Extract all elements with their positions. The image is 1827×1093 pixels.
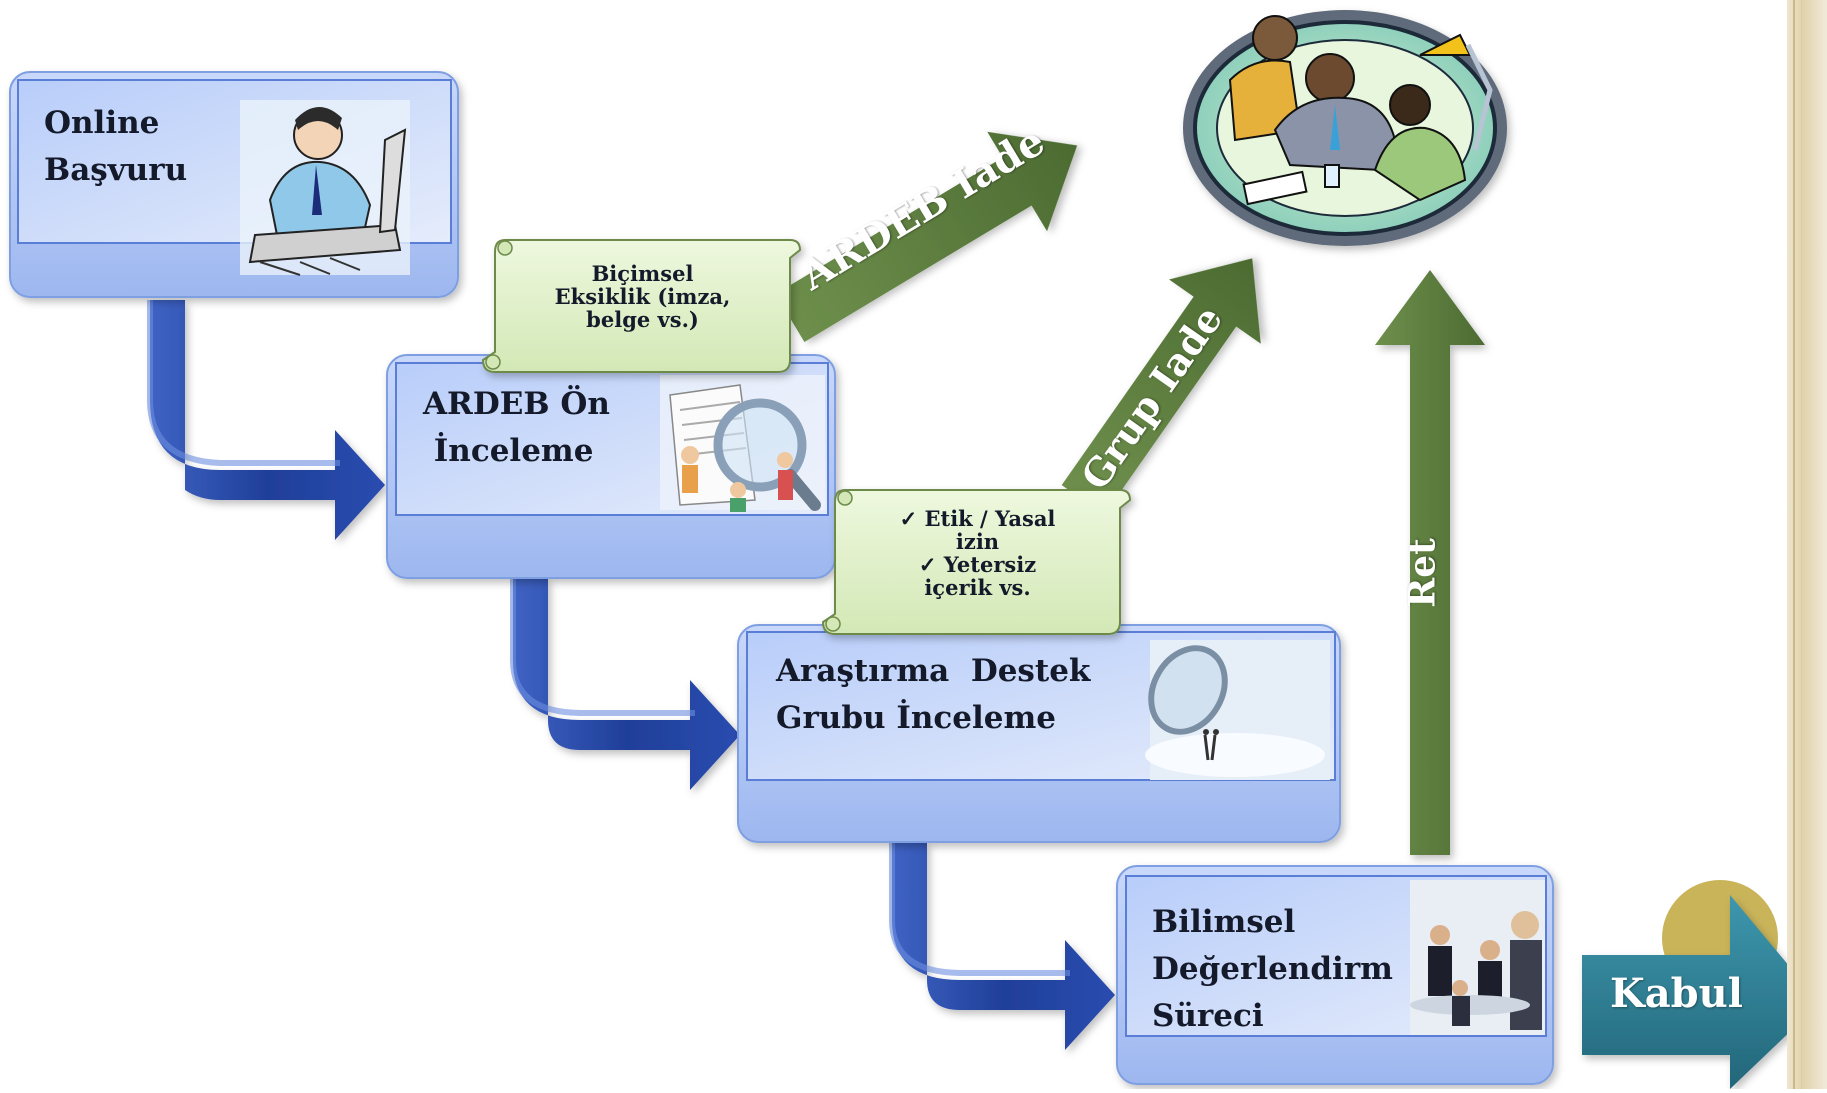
note-text-bicimsel: Biçimsel Eksiklik (imza, belge vs.) — [554, 261, 731, 332]
decorative-sidebar — [1787, 0, 1827, 1089]
note-scroll-etik-yasal — [821, 489, 1132, 635]
step-label-bilimsel-degerlendirme: Bilimsel Değerlendirm Süreci — [1152, 904, 1393, 1034]
step-label-ardeb-on-inceleme: ARDEB Ön İnceleme — [423, 386, 610, 469]
note-text-etik-yasal: ✓ Etik / Yasal izin ✓ Yetersiz içerik vs… — [899, 506, 1056, 600]
return-arrow-ardeb-iade — [775, 131, 1078, 343]
label-ret: Ret — [1401, 538, 1444, 608]
return-arrow-grup-iade — [1061, 258, 1261, 515]
label-kabul: Kabul — [1610, 970, 1743, 1017]
note-scroll-bicimsel — [481, 239, 802, 373]
magnifier-people-icon — [660, 375, 825, 512]
meeting-people-icon — [1410, 880, 1545, 1035]
person-computer-icon — [240, 100, 410, 276]
meeting-oval-icon — [1183, 10, 1507, 246]
return-arrow-ret — [1375, 270, 1485, 855]
flow-arrow-2 — [510, 578, 740, 790]
kabul-arrow — [1582, 880, 1820, 1089]
lens-icon — [1145, 640, 1330, 780]
step-label-arastirma-destek: Araştırma Destek Grubu İnceleme — [776, 653, 1091, 736]
flow-arrow-1 — [147, 300, 385, 540]
step-label-online-basvuru: Online Başvuru — [44, 105, 188, 188]
flow-arrow-3 — [889, 842, 1115, 1050]
